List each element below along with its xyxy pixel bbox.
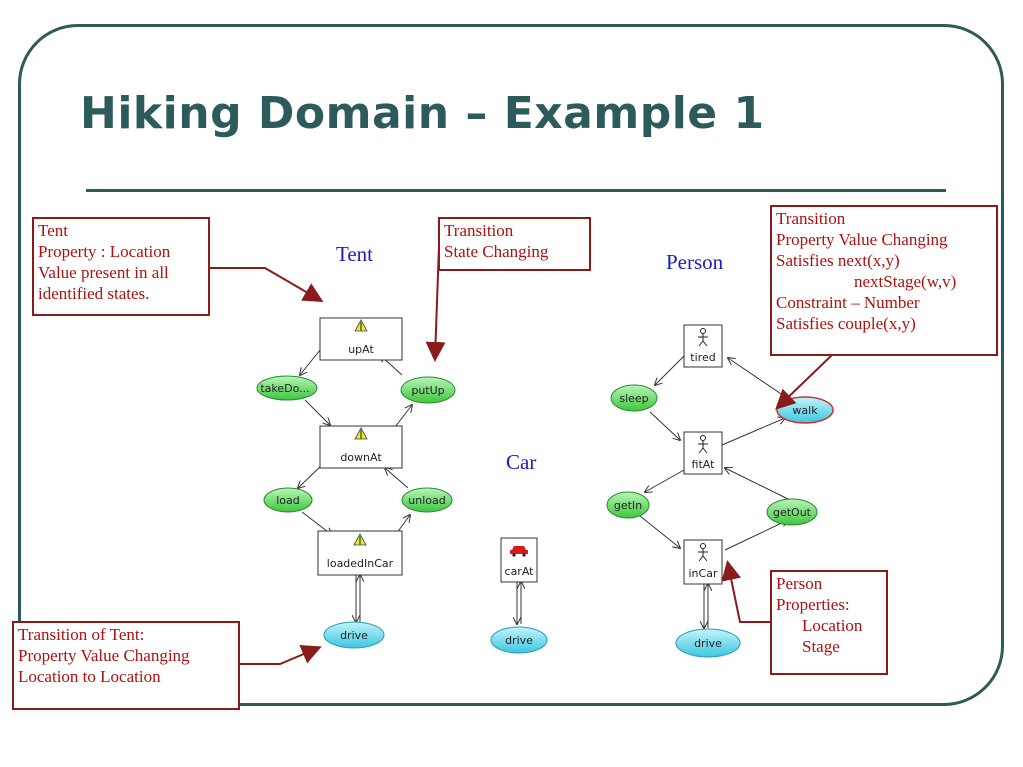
person-icon (698, 435, 708, 454)
callout-transition-person: Transition Property Value Changing Satis… (770, 205, 998, 356)
callout-line: Transition (776, 209, 846, 228)
callout-line: nextStage(w,v) (854, 272, 957, 291)
svg-text:putUp: putUp (411, 384, 444, 397)
callout-line: Tent (38, 221, 68, 240)
person-icon (698, 543, 708, 562)
svg-text:sleep: sleep (619, 392, 648, 405)
transition-sleep: sleep (610, 384, 658, 412)
callout-line: identified states. (38, 284, 150, 303)
transition-takeDown: takeDo... (256, 375, 318, 401)
svg-text:drive: drive (340, 629, 368, 642)
svg-text:drive: drive (505, 634, 533, 647)
callout-line: Location to Location (18, 667, 161, 686)
callout-line: State Changing (444, 242, 549, 261)
slide-title: Hiking Domain – Example 1 (80, 88, 765, 139)
callout-tent-property: Tent Property : Location Value present i… (32, 217, 210, 316)
title-divider (86, 189, 946, 192)
state-node-upAt: upAt (319, 317, 403, 361)
callout-line: Transition of Tent: (18, 625, 145, 644)
callout-line: Constraint – Number (776, 293, 920, 312)
state-node-carAt: carAt (500, 537, 538, 583)
tent-icon (354, 319, 368, 332)
state-label-fitAt: fitAt (692, 458, 716, 471)
arrow-transition-person (775, 354, 833, 410)
state-label-carAt: carAt (505, 565, 535, 578)
car-icon (510, 546, 528, 557)
person-edges (639, 354, 791, 628)
tent-icon (353, 533, 367, 546)
car-edges (517, 582, 521, 624)
svg-text:drive: drive (694, 637, 722, 650)
svg-text:unload: unload (408, 494, 445, 507)
callout-line: Property Value Changing (776, 230, 948, 249)
transition-drive-tent: drive (323, 621, 385, 649)
svg-text:walk: walk (792, 404, 818, 417)
callout-line: Satisfies couple(x,y) (776, 314, 916, 333)
callout-line: Properties: (776, 595, 850, 614)
transition-unload: unload (401, 487, 453, 513)
transition-getOut: getOut (766, 498, 818, 526)
callout-arrows (208, 217, 833, 665)
state-node-inCar: inCar (683, 539, 723, 585)
state-node-downAt: downAt (319, 425, 403, 469)
callout-tent-transition: Transition of Tent: Property Value Chang… (12, 621, 240, 710)
group-label-tent: Tent (336, 242, 374, 266)
callout-line: Satisfies next(x,y) (776, 251, 900, 270)
transition-drive-person: drive (675, 628, 741, 658)
state-label-loadedInCar: loadedInCar (327, 557, 394, 570)
arrow-tent-transition (240, 644, 322, 665)
group-label-car: Car (506, 450, 537, 474)
callout-line: Stage (802, 637, 840, 656)
state-node-fitAt: fitAt (683, 431, 723, 475)
group-label-person: Person (666, 250, 724, 274)
callout-line: Location (802, 616, 863, 635)
state-label-upAt: upAt (348, 343, 374, 356)
callout-person-properties: Person Properties: Location Stage (770, 570, 888, 675)
state-node-loadedInCar: loadedInCar (317, 530, 403, 576)
callout-line: Value present in all (38, 263, 169, 282)
callout-line: Person (776, 574, 823, 593)
callout-transition-state: Transition State Changing (438, 217, 591, 271)
state-label-tired: tired (690, 351, 715, 364)
arrow-person-properties (721, 560, 772, 623)
callout-line: Property : Location (38, 242, 171, 261)
svg-text:takeDo...: takeDo... (260, 382, 309, 395)
callout-line: Transition (444, 221, 514, 240)
person-icon (698, 328, 708, 347)
state-label-downAt: downAt (340, 451, 382, 464)
arrow-tent-property (208, 267, 324, 303)
tent-icon (354, 427, 368, 440)
state-label-inCar: inCar (689, 567, 718, 580)
svg-text:getIn: getIn (614, 499, 642, 512)
svg-text:getOut: getOut (773, 506, 812, 519)
callout-line: Property Value Changing (18, 646, 190, 665)
transition-getIn: getIn (606, 491, 650, 519)
svg-text:load: load (276, 494, 300, 507)
state-node-tired: tired (683, 324, 723, 368)
transition-putUp: putUp (400, 376, 456, 404)
transition-load: load (263, 487, 313, 513)
transition-drive-car: drive (490, 626, 548, 654)
slide-frame (18, 24, 1004, 706)
